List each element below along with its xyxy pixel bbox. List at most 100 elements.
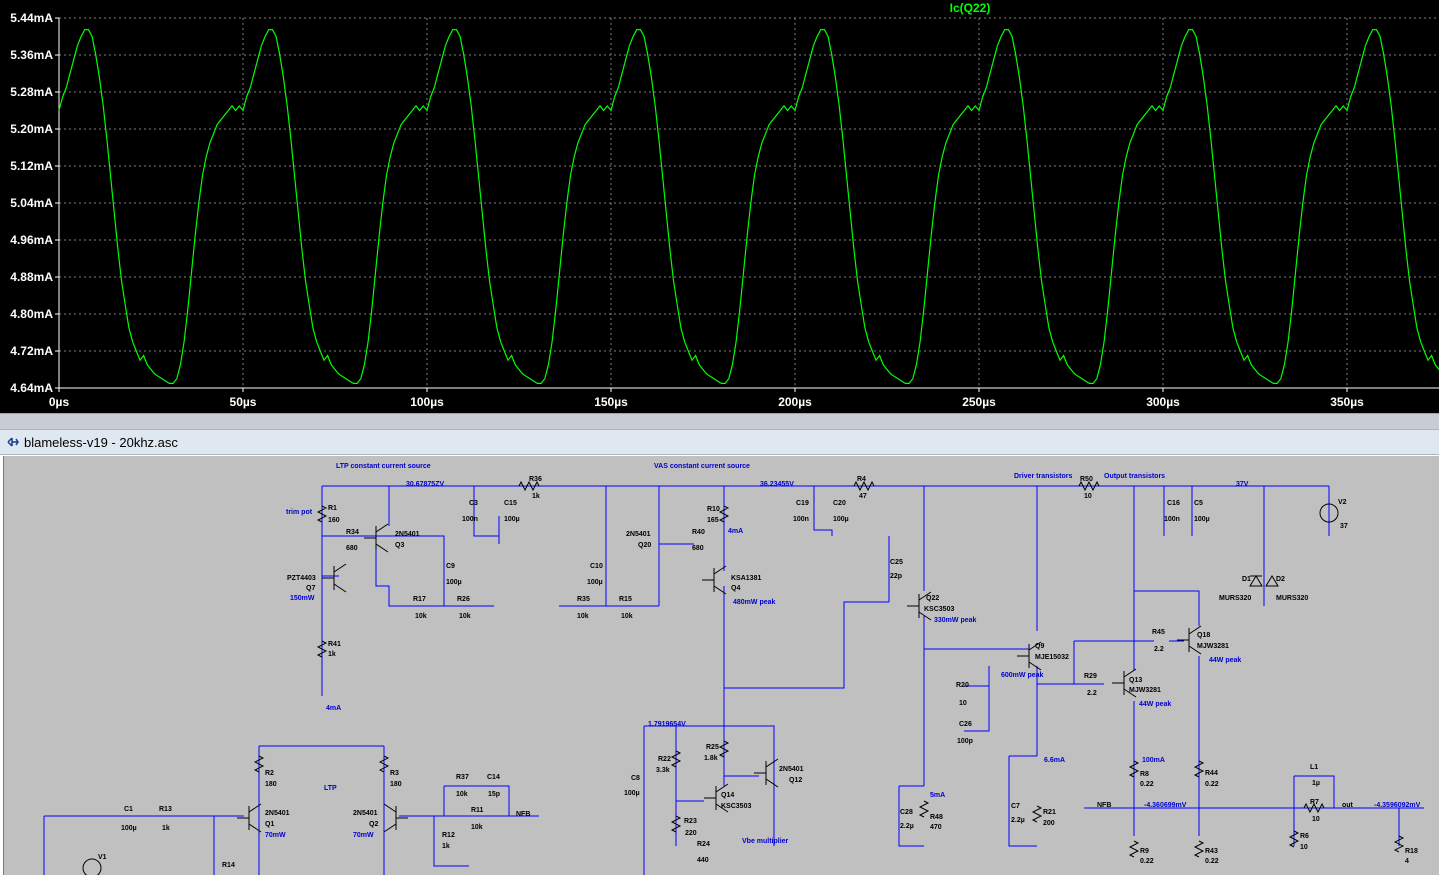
net-voltage-2: 36.23455V (760, 481, 794, 488)
part-label: C7 (1011, 803, 1020, 810)
part-label: C5 (1194, 500, 1203, 507)
part-power: 600mW peak (1001, 672, 1044, 679)
part-label: R9 (1140, 848, 1149, 855)
y-tick-label: 5.04mA (10, 196, 53, 210)
part-power: 480mW peak (733, 599, 776, 606)
part-label: V2 (1338, 499, 1347, 506)
part-value: 0.22 (1140, 781, 1154, 788)
y-tick-label: 5.12mA (10, 159, 53, 173)
part-value: 220 (685, 830, 697, 837)
part-value: 2.2 (1087, 690, 1097, 697)
heading-vbe: Vbe multiplier (742, 838, 789, 845)
transistor-Q7 (322, 563, 347, 593)
voltage-source-V2 (1319, 503, 1339, 523)
part-type: MURS320 (1276, 595, 1308, 602)
part-label: Q3 (395, 542, 404, 549)
schematic-labels: LTP constant current source VAS constant… (98, 463, 1421, 869)
part-label: R48 (930, 814, 943, 821)
part-value: 1k (328, 651, 336, 658)
heading-drivers: Driver transistors (1014, 473, 1072, 480)
trace-title[interactable]: Ic(Q22) (950, 1, 991, 15)
schematic-window-titlebar[interactable]: blameless-v19 - 20khz.asc (0, 429, 1439, 455)
part-value: 1.8k (704, 755, 718, 762)
waveform-plot[interactable]: 5.44mA5.36mA5.28mA5.20mA5.12mA5.04mA4.96… (0, 0, 1439, 413)
part-value: 10 (1300, 844, 1308, 851)
y-tick-label: 4.80mA (10, 307, 53, 321)
part-label: R22 (658, 756, 671, 763)
part-value: 10k (415, 613, 427, 620)
net-nfb-2: NFB (1097, 802, 1111, 809)
part-power: 150mW (290, 595, 315, 602)
pane-splitter[interactable] (0, 413, 1439, 430)
part-label: R2 (265, 770, 274, 777)
part-value: 100µ (624, 790, 640, 797)
part-label: Q18 (1197, 632, 1210, 639)
resistor-R50 (1078, 480, 1100, 492)
current-5ma: 5mA (930, 792, 945, 799)
part-label: R11 (471, 807, 484, 814)
part-label: R26 (457, 596, 470, 603)
y-axis-tick-labels: 5.44mA5.36mA5.28mA5.20mA5.12mA5.04mA4.96… (10, 11, 53, 395)
part-label: Q9 (1035, 643, 1044, 650)
schematic-drawing[interactable]: LTP constant current source VAS constant… (4, 456, 1439, 875)
y-tick-label: 4.88mA (10, 270, 53, 284)
part-value: 100µ (446, 579, 462, 586)
resistor-R8 (1128, 760, 1140, 778)
net-voltage-3: 37V (1236, 481, 1249, 488)
transistor-Q4 (702, 565, 727, 595)
y-tick-label: 5.20mA (10, 122, 53, 136)
part-label: C20 (833, 500, 846, 507)
current-4ma-ltp: 4mA (326, 705, 341, 712)
ltspice-schematic-icon (7, 437, 19, 447)
part-value: 10k (459, 613, 471, 620)
y-tick-label: 5.36mA (10, 48, 53, 62)
part-value: 15p (488, 791, 500, 798)
x-tick-label: 150µs (594, 395, 628, 409)
x-tick-label: 350µs (1330, 395, 1364, 409)
part-type: 2N5401 (265, 810, 290, 817)
part-type: 2N5401 (353, 810, 378, 817)
part-type: MURS320 (1219, 595, 1251, 602)
part-value: 4 (1405, 858, 1409, 865)
part-label: C15 (504, 500, 517, 507)
part-type: MJW3281 (1129, 687, 1161, 694)
part-label: Q4 (731, 585, 740, 592)
part-label: R24 (697, 841, 710, 848)
current-6-6ma: 6.6mA (1044, 757, 1065, 764)
part-label: L1 (1310, 764, 1318, 771)
part-label: C3 (469, 500, 478, 507)
transistor-Q18 (1177, 625, 1202, 655)
window-title: blameless-v19 - 20khz.asc (24, 435, 178, 450)
part-value: 0.22 (1205, 858, 1219, 865)
resistor-R7 (1303, 802, 1325, 814)
part-value: 680 (692, 545, 704, 552)
part-value: 22p (890, 573, 902, 580)
part-label: R1 (328, 505, 337, 512)
part-power: 330mW peak (934, 617, 977, 624)
heading-ltp: LTP (324, 785, 337, 792)
part-label: R25 (706, 744, 719, 751)
part-value: 2.2µ (1011, 817, 1025, 824)
part-label: C1 (124, 806, 133, 813)
trim-pot-label: trim pot (286, 509, 313, 516)
net-voltage-4: 1.7919654V (648, 721, 686, 728)
part-type: PZT4403 (287, 575, 316, 582)
part-value: 200 (1043, 820, 1055, 827)
transistor-Q9 (1017, 641, 1042, 671)
part-label: R45 (1152, 629, 1165, 636)
part-label: R21 (1043, 809, 1056, 816)
part-label: Q1 (265, 821, 274, 828)
part-value: 1µ (1312, 780, 1320, 787)
heading-vas-ccs: VAS constant current source (654, 463, 750, 470)
transistor-Q22 (907, 591, 932, 621)
resistor-R23 (670, 815, 682, 833)
x-tick-label: 50µs (230, 395, 257, 409)
part-label: Q14 (721, 792, 734, 799)
resistor-R21 (1031, 805, 1043, 823)
part-label: C10 (590, 563, 603, 570)
schematic-canvas[interactable]: LTP constant current source VAS constant… (3, 456, 1439, 875)
x-tick-label: 0µs (49, 395, 70, 409)
y-tick-label: 5.44mA (10, 11, 53, 25)
plot-grid (58, 17, 1439, 389)
